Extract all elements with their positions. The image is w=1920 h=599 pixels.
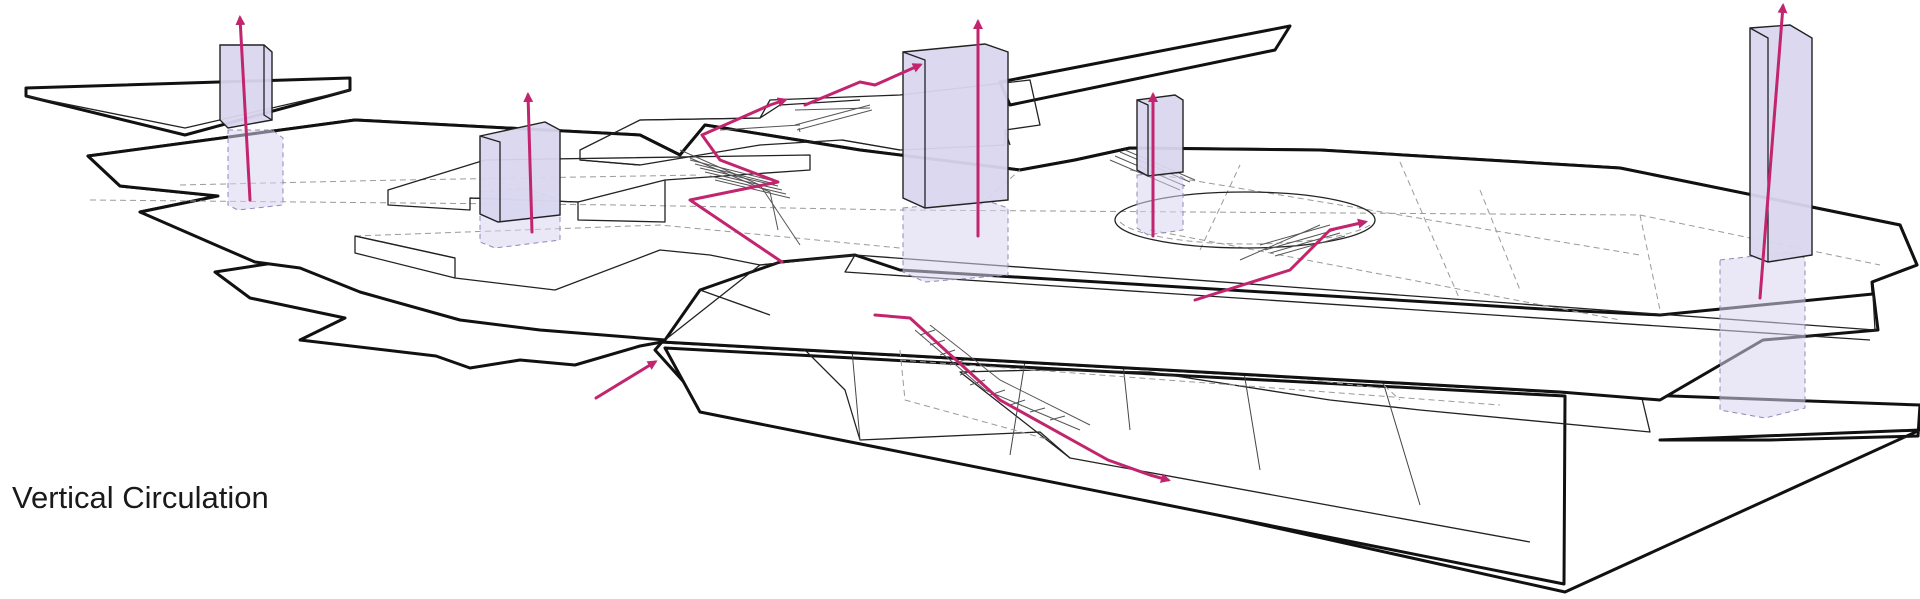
path-arrow-icon <box>1193 218 1368 302</box>
path-arrow-icon <box>688 97 788 264</box>
stair-mezzanine <box>794 104 873 133</box>
diagram-caption: Vertical Circulation <box>12 480 269 515</box>
circulation-arrows <box>235 3 1788 483</box>
vertical-cores <box>219 24 1813 419</box>
core-1 <box>219 44 284 211</box>
up-arrow-icon <box>235 15 252 202</box>
path-arrow-icon <box>803 63 923 107</box>
up-arrow-icon <box>1758 3 1788 300</box>
core-3 <box>902 43 1009 283</box>
upper-bridge-slab <box>998 24 1292 107</box>
core-2 <box>479 121 561 249</box>
up-arrow-icon <box>523 92 534 234</box>
path-arrow-icon <box>594 360 658 400</box>
core-5 <box>1719 24 1813 419</box>
lower-level <box>653 314 1920 594</box>
atrium-ramp <box>664 254 856 341</box>
raised-platform <box>387 154 811 223</box>
stair-upper-center <box>679 107 871 246</box>
oval-void <box>1114 191 1376 249</box>
core-4 <box>1136 94 1184 236</box>
path-arrow-icon <box>873 313 1171 483</box>
